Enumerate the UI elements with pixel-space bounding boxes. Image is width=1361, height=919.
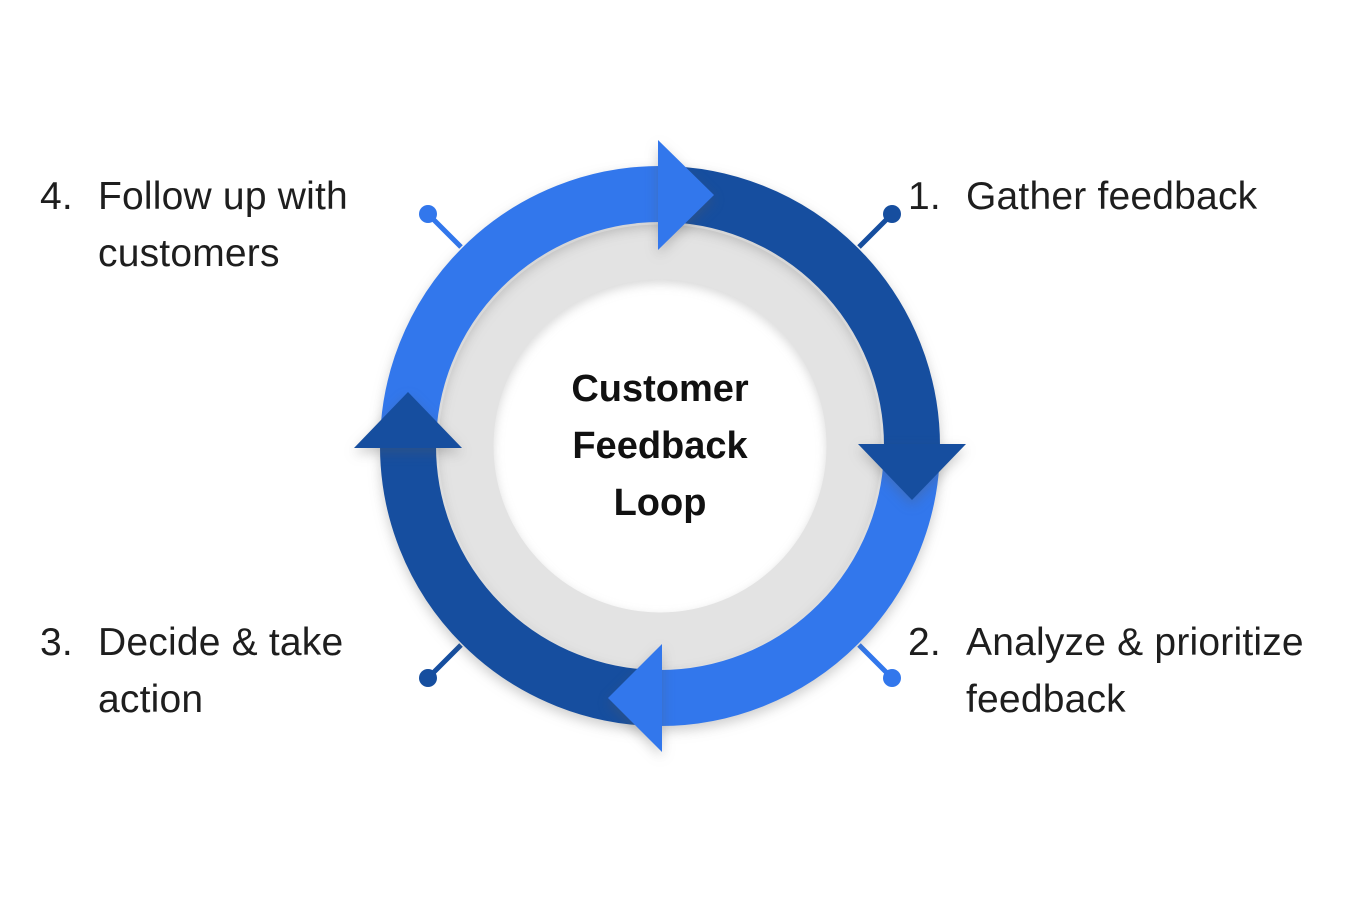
center-title-line-1: Customer (571, 368, 749, 410)
arrow-bottom-icon (608, 644, 662, 752)
step-3-number: 3. (40, 621, 73, 664)
step-4-text: Follow up with customers (98, 175, 348, 275)
arrow-top-icon (658, 140, 714, 250)
step-3-text: Decide & take action (98, 621, 344, 721)
center-title: Customer Feedback Loop (460, 361, 860, 532)
step-3-label: 3. Decide & take action (40, 614, 363, 728)
cycle-arrowheads (354, 140, 966, 752)
cycle-ring (380, 166, 940, 726)
step-2-number: 2. (908, 621, 941, 664)
step-1-text: Gather feedback (966, 175, 1258, 218)
step-1-number: 1. (908, 175, 941, 218)
center-title-line-3: Loop (613, 482, 707, 524)
step-4-number: 4. (40, 175, 73, 218)
connector-line-top-left (430, 216, 463, 249)
connector-dot-top-left (419, 205, 437, 223)
center-title-line-2: Feedback (572, 425, 748, 467)
inner-gray-ring (438, 224, 882, 668)
connectors (419, 205, 901, 687)
step-1-label: 1. Gather feedback (908, 168, 1257, 225)
step-2-text: Analyze & prioritize feedback (966, 621, 1304, 721)
connector-dot-bottom-left (419, 669, 437, 687)
arc-segment-top-left (380, 166, 661, 447)
connector-line-bottom-right (857, 643, 890, 676)
connector-dot-bottom-right (883, 669, 901, 687)
arc-segment-top-right (659, 166, 940, 447)
arrow-right-icon (858, 444, 966, 500)
step-4-label: 4. Follow up with customers (40, 168, 378, 282)
arc-segment-bottom-right (659, 445, 940, 726)
connector-dot-top-right (883, 205, 901, 223)
arc-segment-bottom-left (380, 445, 661, 726)
connector-line-bottom-left (430, 643, 463, 676)
step-2-label: 2. Analyze & prioritize feedback (908, 614, 1341, 728)
arrow-left-icon (354, 392, 462, 448)
connector-line-top-right (857, 216, 890, 249)
